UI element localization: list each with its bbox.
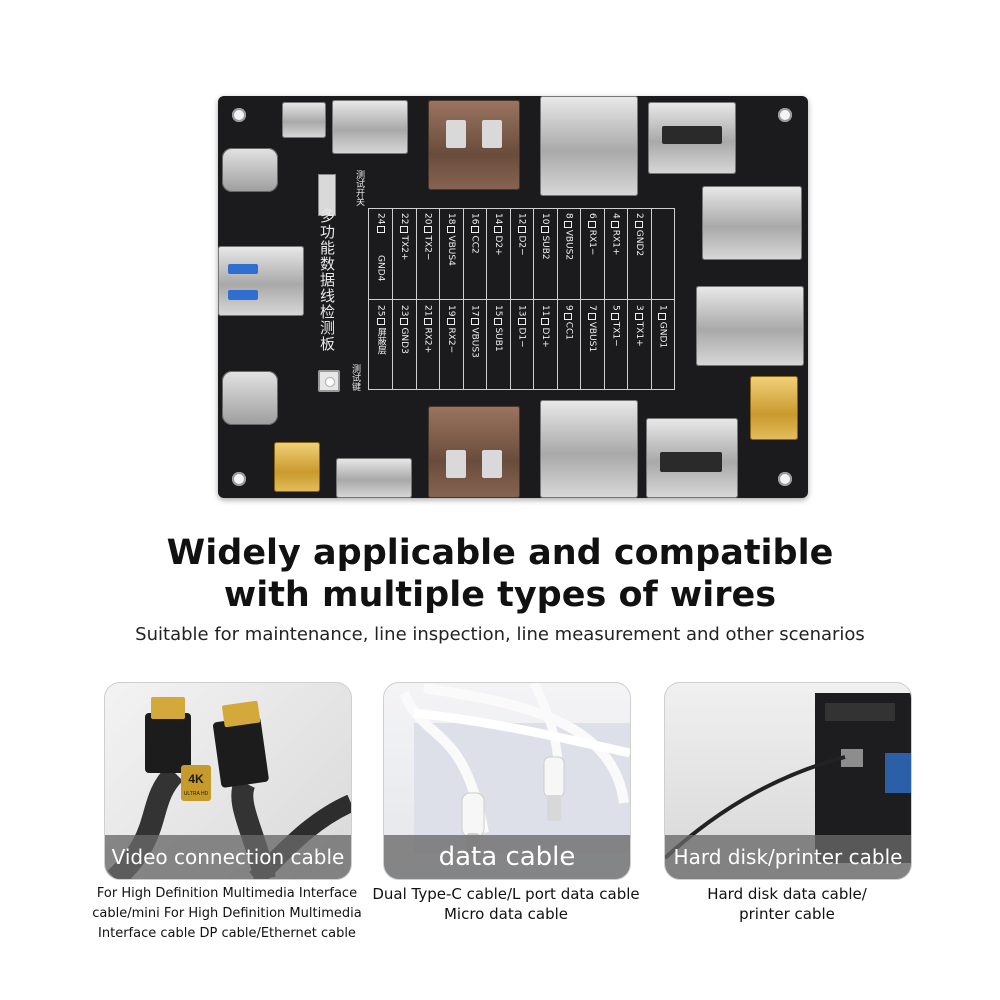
pin-label: 23GND3 xyxy=(399,305,410,354)
card-label: Hard disk/printer cable xyxy=(665,835,911,879)
board-title: 多功能数据线检测板 xyxy=(318,208,336,352)
video-cable-caption: For High Definition Multimedia Interface… xyxy=(80,884,374,944)
data-cable-card: data cable xyxy=(383,682,631,880)
test-switch xyxy=(318,174,336,216)
pin-label: 9CC1 xyxy=(563,305,574,341)
usb-c-port xyxy=(332,100,408,154)
pin-test-grid: 24 22TX2+ 20TX2− 18VBUS4 16CC2 14D2+ 12D2− 10SU… xyxy=(368,208,675,390)
caption-line: Hard disk data cable/ xyxy=(707,885,867,903)
pin-label: 15SUB1 xyxy=(493,305,504,352)
pin-label: 2GND2 xyxy=(633,213,644,257)
pin-label: 13D1− xyxy=(516,305,527,348)
pin-label: 4RX1+ xyxy=(610,213,621,256)
card-label: Video connection cable xyxy=(105,835,351,879)
pin-label: 21RX2+ xyxy=(422,305,433,354)
pin-label: 10SUB2 xyxy=(539,213,550,260)
pin-label: 3TX1+ xyxy=(633,305,644,347)
usb-c-port xyxy=(222,148,278,192)
pin-label: 25屏蔽层 xyxy=(375,305,386,355)
pin-label: 24 xyxy=(376,213,386,235)
rj45-port xyxy=(540,400,638,498)
caption-line: For High Definition Multimedia Interface xyxy=(96,886,358,901)
displayport-port xyxy=(428,406,520,498)
caption-line: cable/mini For High Definition Multimedi… xyxy=(92,906,362,921)
pin-label: 7VBUS1 xyxy=(586,305,597,353)
pin-label: 18VBUS4 xyxy=(446,213,457,266)
subheading: Suitable for maintenance, line inspectio… xyxy=(135,624,865,645)
headline: Widely applicable and compatible with mu… xyxy=(0,532,1000,616)
rj45-port xyxy=(540,96,638,196)
caption-line: Dual Type-C cable/L port data cable xyxy=(372,885,640,903)
card-label: data cable xyxy=(384,835,630,879)
caption-line: Interface cable DP cable/Ethernet cable xyxy=(98,926,356,941)
4k-badge: 4K xyxy=(188,772,204,786)
pin-label: 6RX1− xyxy=(586,213,597,256)
pin-label: 8VBUS2 xyxy=(563,213,574,261)
printer-cable-card: Hard disk/printer cable xyxy=(664,682,912,880)
micro-usb-port xyxy=(336,458,412,498)
rj45-port xyxy=(696,286,804,366)
caption-line: printer cable xyxy=(739,905,835,923)
test-board-image: 测试开关 多功能数据线检测板 测试键 24 22TX2+ 20TX2− 18VBUS4… xyxy=(218,96,808,498)
mount-hole xyxy=(232,472,246,486)
pin-label: 14D2+ xyxy=(493,213,504,256)
headline-line-1: Widely applicable and compatible xyxy=(166,533,834,573)
usb-c-port xyxy=(222,371,278,425)
hdmi-port xyxy=(648,102,736,174)
pin-label-gnd4: GND4 xyxy=(375,255,386,282)
mount-hole xyxy=(778,108,792,122)
mount-hole xyxy=(232,108,246,122)
test-key-label: 测试键 xyxy=(350,364,360,391)
hdmi-port xyxy=(646,418,738,498)
micro-usb-port xyxy=(282,102,326,138)
mini-hdmi-port xyxy=(750,376,798,440)
pin-label: 11D1+ xyxy=(539,305,550,348)
pin-label: 5TX1− xyxy=(610,305,621,347)
test-switch-label: 测试开关 xyxy=(354,170,364,206)
pin-label: 12D2− xyxy=(516,213,527,256)
printer-cable-illustration xyxy=(665,693,911,863)
grid-line xyxy=(369,299,674,300)
usb-b-port xyxy=(702,186,802,260)
data-cable-caption: Dual Type-C cable/L port data cable Micr… xyxy=(360,884,652,924)
mount-hole xyxy=(778,472,792,486)
pin-label: 19RX2− xyxy=(446,305,457,354)
usb-a-port xyxy=(218,246,304,316)
pin-label: 22TX2+ xyxy=(399,213,410,261)
data-cable-illustration xyxy=(399,683,630,855)
pin-label: 16CC2 xyxy=(469,213,480,254)
pin-label: 17VBUS3 xyxy=(469,305,480,358)
displayport-port xyxy=(428,100,520,190)
video-cable-card: 4K ULTRA HD Video connection cable xyxy=(104,682,352,880)
pin-label: 1GND1 xyxy=(657,305,668,349)
caption-line: Micro data cable xyxy=(443,905,569,923)
headline-line-2: with multiple types of wires xyxy=(223,575,777,615)
pin-label: 20TX2− xyxy=(422,213,433,261)
ultra-hd-badge: ULTRA HD xyxy=(184,791,209,797)
mini-usb-port xyxy=(274,442,320,492)
printer-cable-caption: Hard disk data cable/ printer cable xyxy=(640,884,934,924)
test-button xyxy=(318,370,340,392)
